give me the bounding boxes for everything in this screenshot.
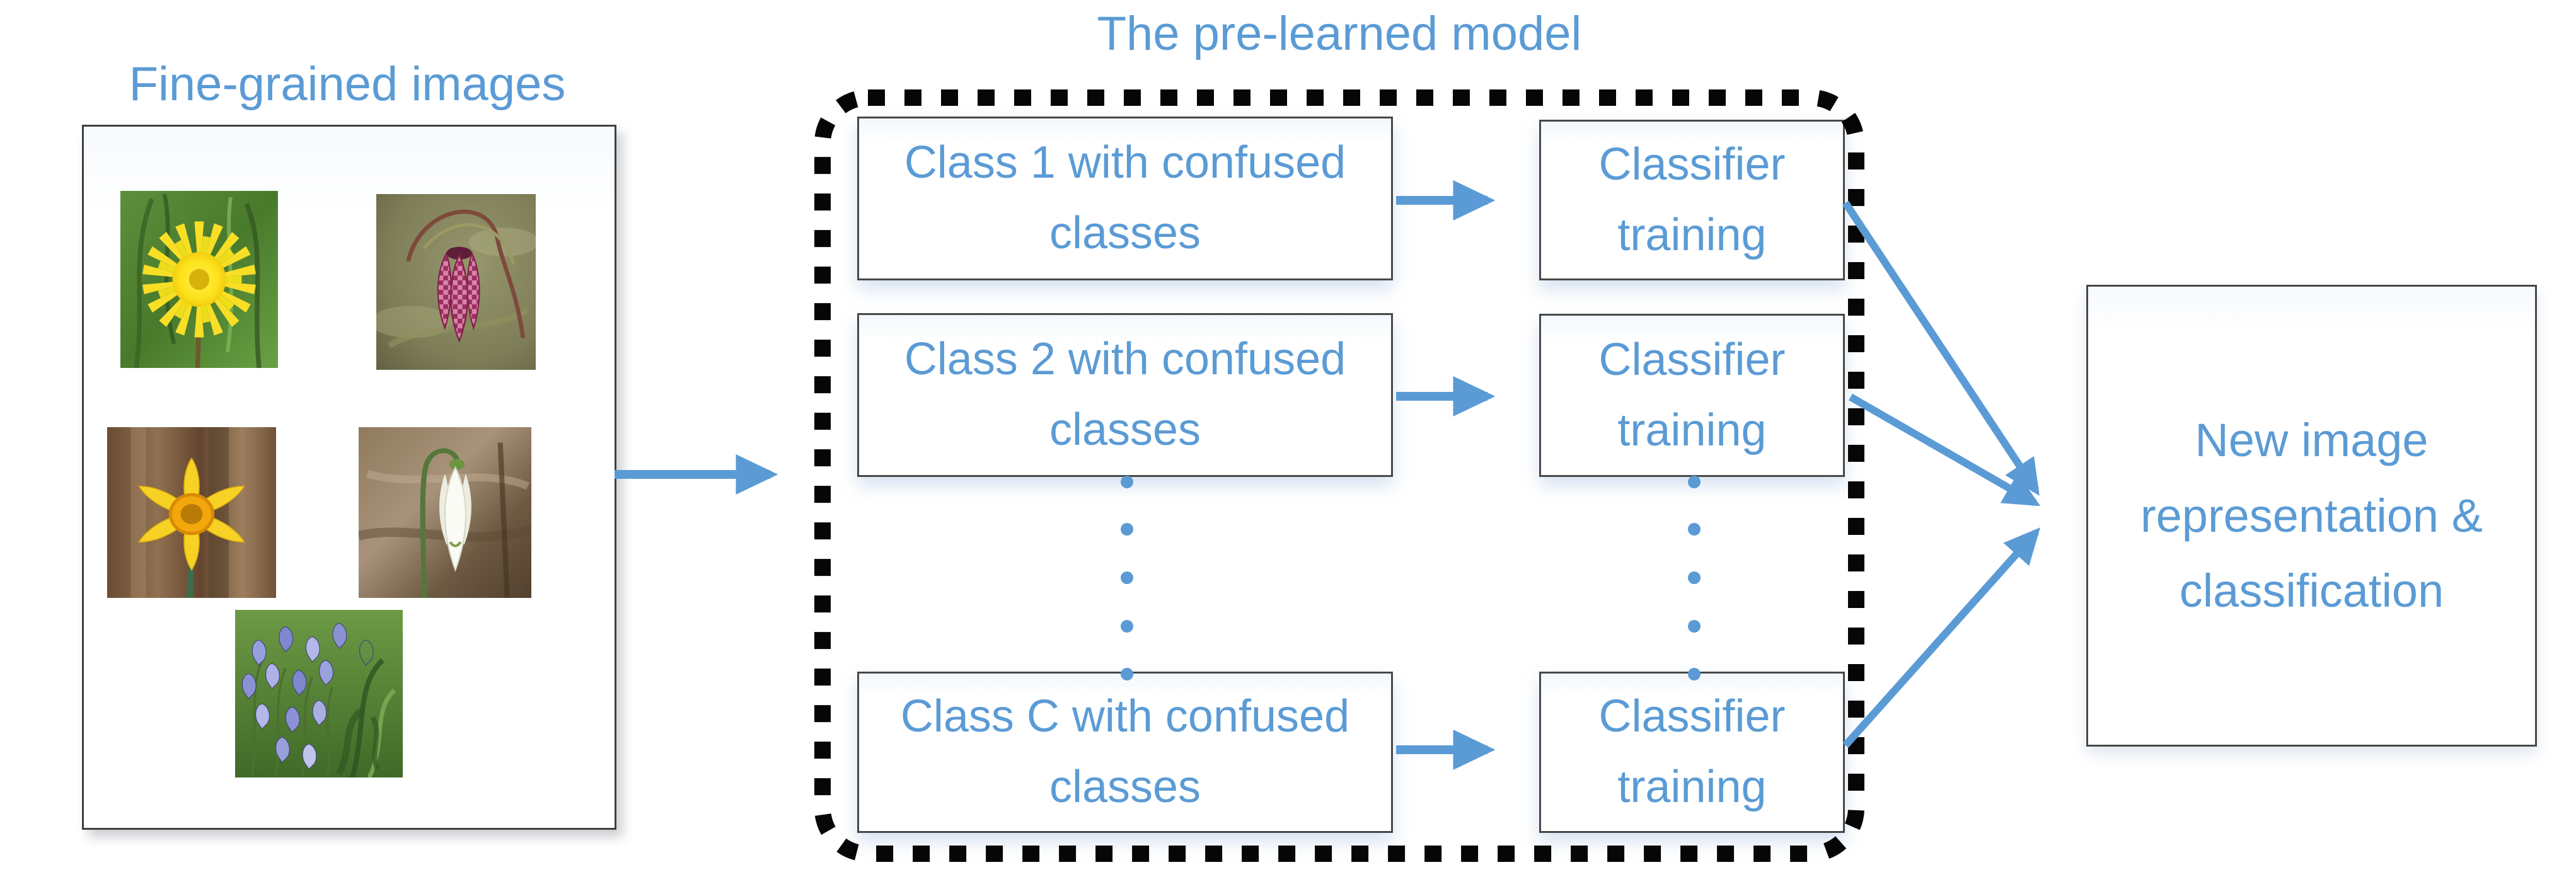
- left-panel-title: Fine-grained images: [129, 57, 566, 111]
- class-1-box: Class 1 with confused classes: [857, 117, 1393, 280]
- arrow-classifier1-to-output: [1842, 200, 2040, 496]
- output-representation-box: New image representation & classificatio…: [2086, 285, 2537, 747]
- fritillary-photo: [376, 194, 536, 370]
- classifier-training-box-1: Classifier training: [1539, 120, 1845, 280]
- fine-grained-images-box: [82, 125, 616, 830]
- bluebells-photo: [235, 610, 403, 777]
- dandelion-photo: [120, 191, 278, 368]
- arrow-classifierc-to-output: [1842, 527, 2041, 748]
- arrow-classifier2-to-output: [1849, 393, 2041, 507]
- ellipsis-dots-class-column: [1121, 476, 1133, 680]
- classifier-training-box-2: Classifier training: [1539, 314, 1845, 477]
- classifier-training-box-c: Classifier training: [1539, 672, 1845, 833]
- daffodil-photo: [107, 427, 276, 598]
- ellipsis-dots-classifier-column: [1688, 476, 1701, 680]
- model-panel-title: The pre-learned model: [1097, 7, 1582, 60]
- class-2-box: Class 2 with confused classes: [857, 313, 1393, 477]
- snowdrop-photo: [359, 427, 531, 598]
- class-c-box: Class C with confused classes: [857, 672, 1393, 833]
